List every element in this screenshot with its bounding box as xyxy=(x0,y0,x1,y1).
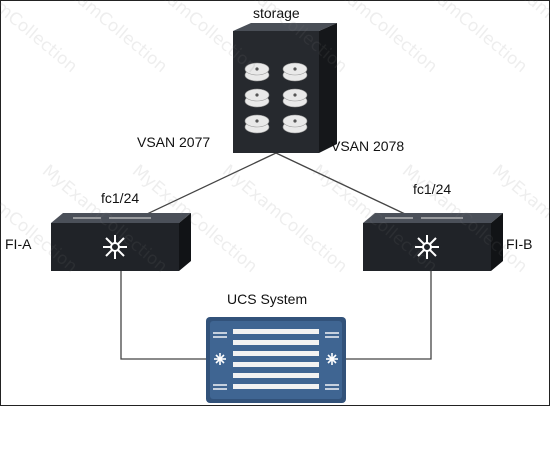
topology-diagram: storage VSAN 2077 VSAN 2078 fc1/24 fc1/2… xyxy=(0,0,550,406)
port-left-label: fc1/24 xyxy=(101,190,140,206)
storage-label: storage xyxy=(253,5,300,21)
fabric-interconnect-icon xyxy=(51,213,191,271)
ucs-chassis-icon xyxy=(206,317,346,403)
vsan-right-label: VSAN 2078 xyxy=(331,138,405,154)
fi-a-label: FI-A xyxy=(5,236,32,252)
link-fi-a-ucs xyxy=(120,269,206,360)
port-right-label: fc1/24 xyxy=(413,181,452,197)
vsan-left-label: VSAN 2077 xyxy=(137,134,211,150)
storage-array-icon xyxy=(233,23,337,153)
ucs-system-label: UCS System xyxy=(227,291,308,307)
fabric-interconnect-icon xyxy=(363,213,503,271)
fi-b-label: FI-B xyxy=(506,236,533,252)
link-fi-b-ucs xyxy=(346,269,432,360)
